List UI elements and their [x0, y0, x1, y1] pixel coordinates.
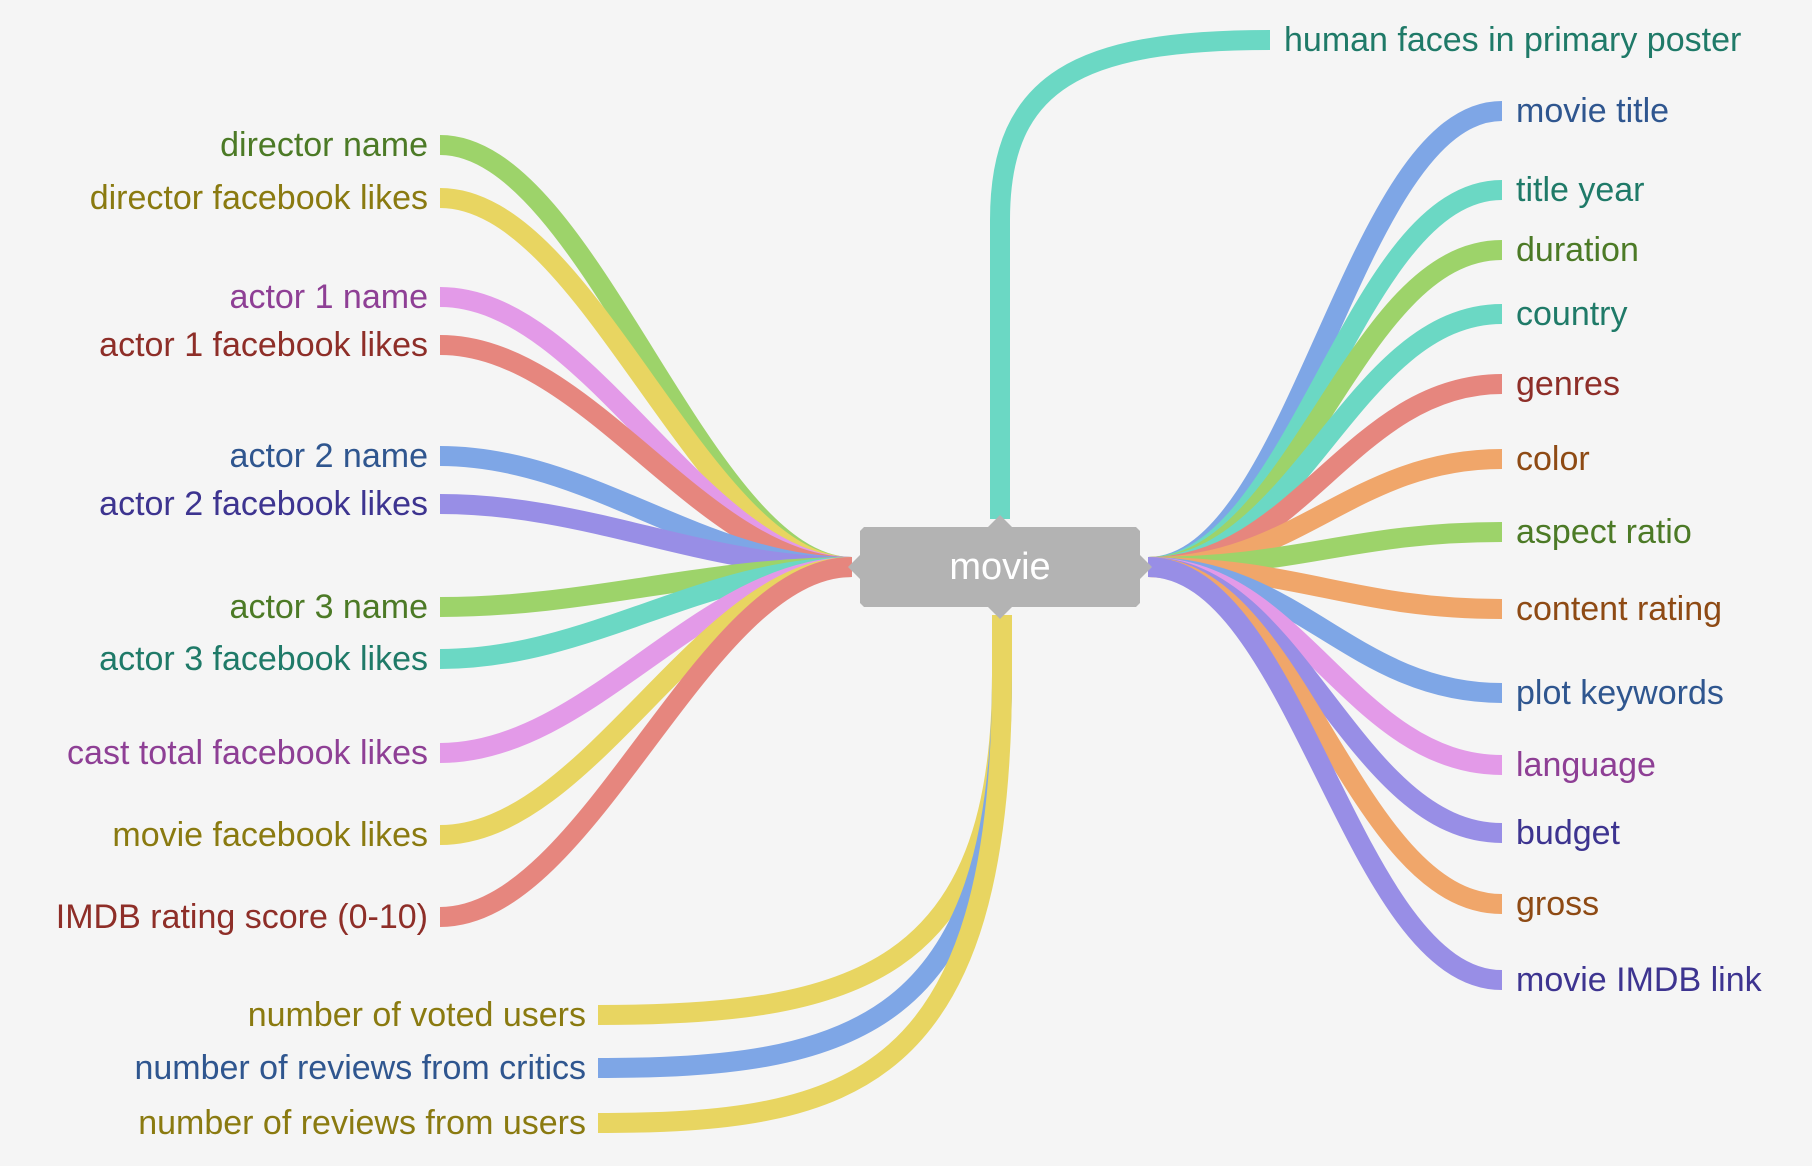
- branch-imdb-rating-score: [439, 557, 853, 927]
- branch-connectors: [439, 30, 1503, 1133]
- node-label-number-of-voted-users[interactable]: number of voted users: [248, 996, 586, 1034]
- node-label-number-of-reviews-from-critics[interactable]: number of reviews from critics: [134, 1049, 586, 1087]
- node-label-country[interactable]: country: [1516, 295, 1628, 333]
- node-label-content-rating[interactable]: content rating: [1516, 590, 1722, 628]
- node-label-actor-3-name[interactable]: actor 3 name: [230, 588, 428, 626]
- node-label-actor-2-name[interactable]: actor 2 name: [230, 437, 428, 475]
- node-label-director-name[interactable]: director name: [220, 126, 428, 164]
- node-label-aspect-ratio[interactable]: aspect ratio: [1516, 513, 1692, 551]
- branch-movie-title: [1147, 101, 1503, 577]
- node-label-actor-1-name[interactable]: actor 1 name: [230, 278, 428, 316]
- node-label-movie-imdb-link[interactable]: movie IMDB link: [1516, 961, 1763, 999]
- leaf-labels: director name director facebook likes acto…: [56, 21, 1763, 1142]
- node-label-budget[interactable]: budget: [1516, 814, 1621, 852]
- node-label-cast-total-facebook-likes[interactable]: cast total facebook likes: [67, 734, 428, 772]
- node-label-gross[interactable]: gross: [1516, 885, 1599, 923]
- node-label-director-facebook-likes[interactable]: director facebook likes: [90, 179, 428, 217]
- node-label-plot-keywords[interactable]: plot keywords: [1516, 674, 1724, 712]
- node-label-imdb-rating-score[interactable]: IMDB rating score (0-10): [56, 898, 428, 936]
- root-node-shape: [848, 515, 1152, 619]
- node-label-color[interactable]: color: [1516, 440, 1590, 478]
- node-label-number-of-reviews-from-users[interactable]: number of reviews from users: [138, 1104, 586, 1142]
- node-label-language[interactable]: language: [1516, 746, 1656, 784]
- branch-human-faces-in-primary-poster: [990, 30, 1271, 519]
- node-label-actor-3-facebook-likes[interactable]: actor 3 facebook likes: [99, 640, 428, 678]
- node-label-human-faces-in-primary-poster[interactable]: human faces in primary poster: [1284, 21, 1741, 59]
- branch-gross: [1147, 557, 1503, 914]
- node-label-actor-2-facebook-likes[interactable]: actor 2 facebook likes: [99, 485, 428, 523]
- root-node-label: movie: [949, 546, 1050, 588]
- node-label-genres[interactable]: genres: [1516, 365, 1620, 403]
- branch-number-of-reviews-from-users: [597, 615, 1012, 1133]
- node-label-actor-1-facebook-likes[interactable]: actor 1 facebook likes: [99, 326, 428, 364]
- node-label-duration[interactable]: duration: [1516, 231, 1639, 269]
- node-label-movie-facebook-likes[interactable]: movie facebook likes: [112, 816, 428, 854]
- node-label-movie-title[interactable]: movie title: [1516, 92, 1669, 130]
- root-node[interactable]: movie: [848, 515, 1152, 619]
- node-label-title-year[interactable]: title year: [1516, 171, 1645, 209]
- branch-movie-imdb-link: [1147, 557, 1503, 990]
